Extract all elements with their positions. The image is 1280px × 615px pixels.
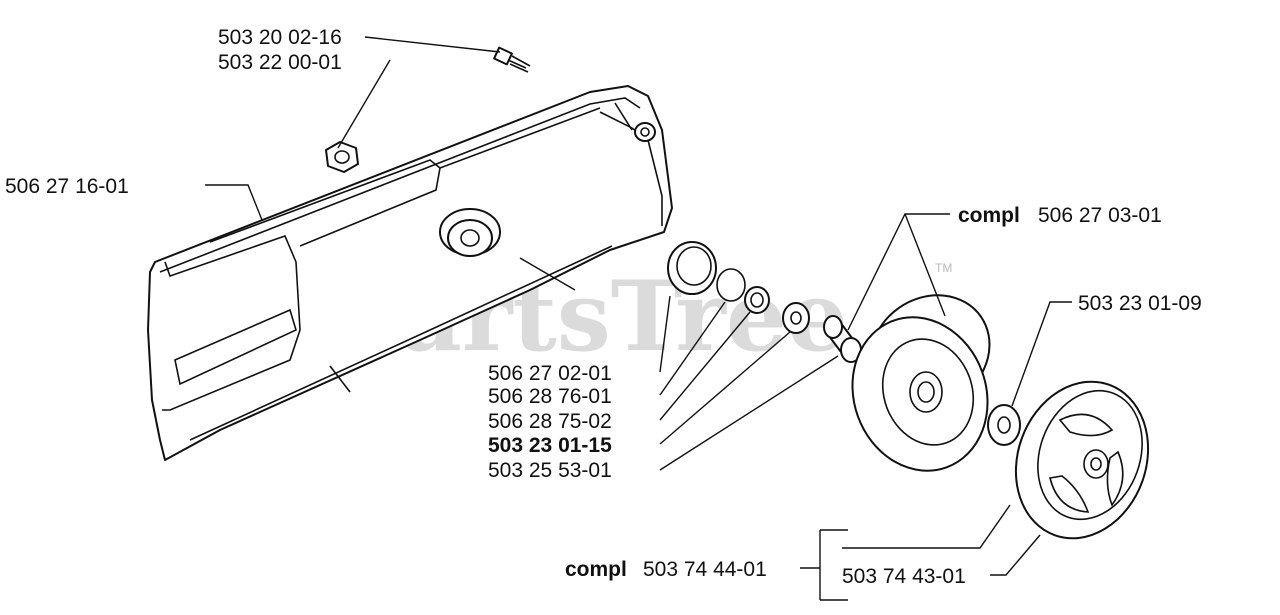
label-compl-prefix-drum: compl [958, 204, 1020, 227]
label-506-27-02-01: 506 27 02-01 [488, 362, 612, 385]
circlip-part [716, 268, 746, 302]
label-503-23-01-09: 503 23 01-09 [1078, 292, 1202, 315]
washer-part [782, 302, 810, 334]
label-503-74-43-01: 503 74 43-01 [842, 565, 966, 588]
label-503-25-53-01: 503 25 53-01 [488, 459, 612, 482]
label-506-28-75-02: 506 28 75-02 [488, 410, 612, 433]
clutch-cover-part [147, 85, 673, 461]
label-503-74-44-01: 503 74 44-01 [643, 558, 767, 581]
sleeve-part [744, 286, 770, 314]
nut-part [325, 141, 359, 173]
watermark-trademark: TM [935, 261, 952, 275]
label-503-20-02-16: 503 20 02-16 [218, 26, 342, 49]
ring-part [667, 241, 717, 295]
centrifugal-clutch-part [1014, 380, 1150, 540]
drum-washer-part [987, 404, 1021, 446]
label-503-22-00-01: 503 22 00-01 [218, 51, 342, 74]
label-506-28-76-01: 506 28 76-01 [488, 385, 612, 408]
clutch-drum-part [851, 294, 991, 472]
label-506-27-03-01: 506 27 03-01 [1038, 204, 1162, 227]
label-compl-prefix-clutch: compl [565, 558, 627, 581]
needle-bearing-part [823, 315, 862, 363]
label-506-27-16-01: 506 27 16-01 [5, 175, 129, 198]
label-503-23-01-15: 503 23 01-15 [488, 434, 612, 457]
leader-lines [205, 36, 1072, 601]
